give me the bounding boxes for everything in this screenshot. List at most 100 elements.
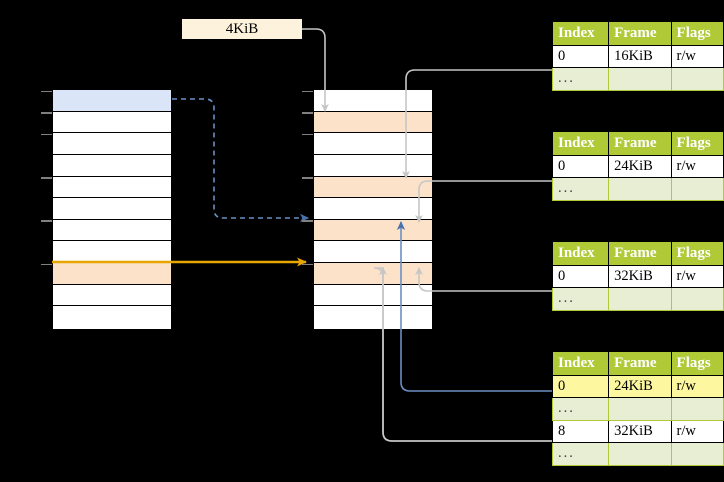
physical-row xyxy=(314,133,432,155)
column-header-frame: Frame xyxy=(608,131,672,156)
cell-frame xyxy=(608,177,672,201)
cell-frame: 32KiB xyxy=(608,264,672,289)
cell-flags xyxy=(670,287,724,311)
physical-row xyxy=(314,198,432,220)
virtual-tick-mark xyxy=(41,133,52,136)
cell-index: ... xyxy=(551,442,610,466)
column-header-index: Index xyxy=(551,131,610,156)
cell-frame xyxy=(608,287,672,311)
virtual-address-space-column xyxy=(52,89,172,330)
table-row: ... xyxy=(551,67,724,91)
column-header-frame: Frame xyxy=(608,21,672,46)
physical-row xyxy=(314,306,432,328)
physical-row xyxy=(314,176,432,199)
cell-index: 0 xyxy=(551,44,610,69)
wire-table3-to-physical xyxy=(415,267,553,292)
virtual-row xyxy=(53,111,171,134)
column-header-flags: Flags xyxy=(670,21,724,46)
column-header-frame: Frame xyxy=(608,351,672,376)
table-row: ... xyxy=(551,397,724,421)
table-row: ... xyxy=(551,177,724,201)
size-label-chip: 4KiB xyxy=(182,19,302,39)
cell-frame: 32KiB xyxy=(608,419,672,444)
column-header-frame: Frame xyxy=(608,241,672,266)
virtual-row xyxy=(53,90,171,112)
virtual-tick-mark xyxy=(41,90,52,92)
virtual-row xyxy=(53,284,171,307)
physical-row xyxy=(314,263,432,285)
physical-tick-mark xyxy=(302,177,313,179)
virtual-row xyxy=(53,198,171,220)
virtual-row xyxy=(53,133,171,155)
cell-index: ... xyxy=(551,177,610,201)
virtual-tick-mark xyxy=(41,177,52,179)
physical-tick-mark xyxy=(302,133,313,136)
cell-index: 0 xyxy=(551,154,610,179)
column-header-index: Index xyxy=(551,21,610,46)
virtual-tick-mark xyxy=(41,263,52,266)
column-header-index: Index xyxy=(551,351,610,376)
physical-tick-mark xyxy=(302,90,313,92)
physical-row xyxy=(314,284,432,307)
physical-tick-mark xyxy=(302,263,313,266)
physical-memory-column xyxy=(313,89,433,330)
column-header-flags: Flags xyxy=(670,131,724,156)
cell-frame xyxy=(608,67,672,91)
virtual-row xyxy=(53,219,171,242)
virtual-row xyxy=(53,176,171,199)
column-header-flags: Flags xyxy=(670,241,724,266)
cell-flags xyxy=(670,177,724,201)
physical-row xyxy=(314,154,432,177)
virtual-row xyxy=(53,263,171,285)
physical-row xyxy=(314,219,432,242)
cell-flags xyxy=(670,67,724,91)
cell-index: ... xyxy=(551,287,610,311)
virtual-tick-mark xyxy=(41,112,52,114)
physical-row xyxy=(314,111,432,134)
cell-index: ... xyxy=(551,67,610,91)
cell-flags: r/w xyxy=(670,44,724,69)
virtual-row xyxy=(53,306,171,328)
column-header-index: Index xyxy=(551,241,610,266)
cell-frame xyxy=(608,442,672,466)
physical-tick-mark xyxy=(302,220,313,222)
table-row: ... xyxy=(551,442,724,466)
cell-flags: r/w xyxy=(670,264,724,289)
cell-index: 0 xyxy=(551,374,610,399)
physical-row xyxy=(314,241,432,263)
virtual-tick-mark xyxy=(41,220,52,222)
cell-index: 0 xyxy=(551,264,610,289)
cell-flags: r/w xyxy=(670,374,724,399)
virtual-row xyxy=(53,241,171,263)
cell-flags xyxy=(670,397,724,421)
cell-flags xyxy=(670,442,724,466)
cell-frame xyxy=(608,397,672,421)
cell-frame: 24KiB xyxy=(608,154,672,179)
cell-index: ... xyxy=(551,397,610,421)
cell-flags: r/w xyxy=(670,419,724,444)
wire-table2-to-physical xyxy=(415,180,553,223)
table-row: ... xyxy=(551,287,724,311)
virtual-row xyxy=(53,154,171,177)
column-header-flags: Flags xyxy=(670,351,724,376)
cell-frame: 24KiB xyxy=(608,374,672,399)
cell-flags: r/w xyxy=(670,154,724,179)
wire-virtual-blue-to-physical xyxy=(172,98,309,223)
physical-row xyxy=(314,90,432,112)
cell-frame: 16KiB xyxy=(608,44,672,69)
physical-tick-mark xyxy=(302,112,313,114)
